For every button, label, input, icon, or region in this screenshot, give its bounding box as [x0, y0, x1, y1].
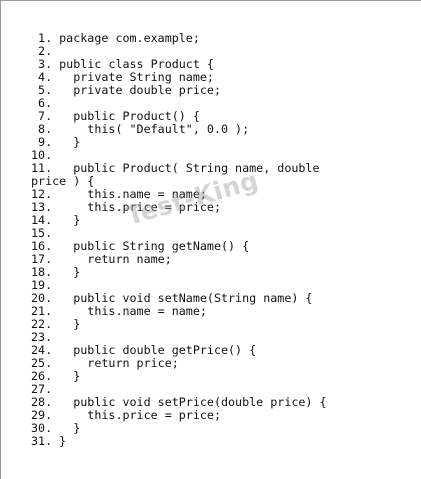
code-line: 7. public Product() {: [31, 109, 200, 123]
code-line: 12. this.name = name;: [31, 187, 207, 201]
code-line: 28. public void setPrice(double price) {: [31, 395, 327, 409]
code-line: 5. private double price;: [31, 83, 221, 97]
code-line: 22. }: [31, 317, 81, 331]
code-line: 18. }: [31, 265, 81, 279]
code-line: 4. private String name;: [31, 70, 214, 84]
code-line: 17. return name;: [31, 252, 172, 266]
code-line: 10.: [31, 148, 53, 162]
code-line: 14. }: [31, 213, 81, 227]
code-line: 9. }: [31, 135, 81, 149]
code-line: 23.: [31, 330, 53, 344]
code-line: 16. public String getName() {: [31, 239, 250, 253]
code-line: 24. public double getPrice() {: [31, 343, 257, 357]
code-line: 2.: [31, 44, 53, 58]
code-line: 15.: [31, 226, 53, 240]
code-line: 8. this( "Default", 0.0 );: [31, 122, 250, 136]
code-line: price ) {: [31, 174, 95, 188]
code-line: 11. public Product( String name, double: [31, 161, 320, 175]
code-line: 29. this.price = price;: [31, 408, 221, 422]
code-line: 6.: [31, 96, 53, 110]
code-listing: 1. package com.example; 2. 3. public cla…: [31, 32, 411, 448]
code-line: 21. this.name = name;: [31, 304, 207, 318]
code-line: 19.: [31, 278, 53, 292]
code-line: 30. }: [31, 421, 81, 435]
code-line: 13. this.price = price;: [31, 200, 221, 214]
code-line: 27.: [31, 382, 53, 396]
code-line: 20. public void setName(String name) {: [31, 291, 313, 305]
code-line: 3. public class Product {: [31, 57, 214, 71]
code-line: 26. }: [31, 369, 81, 383]
code-line: 31. }: [31, 434, 67, 448]
code-line: 1. package com.example;: [31, 31, 200, 45]
code-line: 25. return price;: [31, 356, 179, 370]
